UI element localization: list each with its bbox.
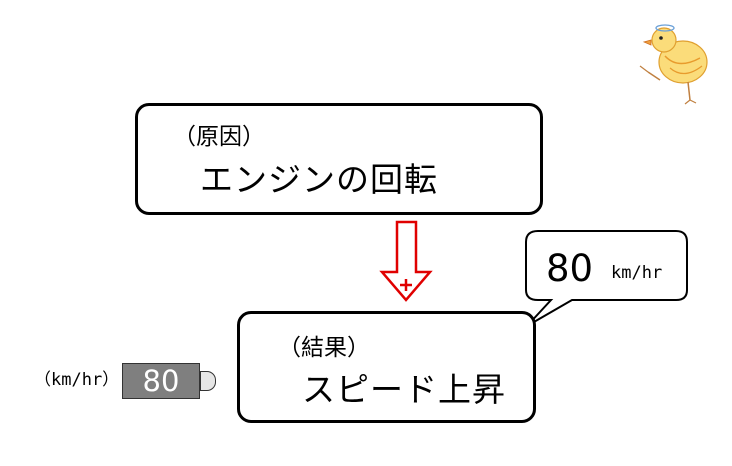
cause-box: （原因） エンジンの回転 — [135, 103, 543, 215]
result-box: （結果） スピード上昇 — [237, 311, 536, 423]
result-text: スピード上昇 — [302, 370, 506, 409]
speedometer-unit: （km/hr） — [34, 370, 120, 390]
speedometer-knob — [200, 371, 216, 391]
cause-tag: （原因） — [173, 124, 265, 150]
chick-icon — [639, 24, 708, 105]
result-tag: （結果） — [278, 335, 370, 361]
cause-text: エンジンの回転 — [200, 160, 438, 199]
down-arrow-icon — [379, 220, 433, 302]
plus-icon — [400, 279, 412, 291]
speedometer-value: 80 — [142, 364, 180, 398]
bubble-speed-unit: km/hr — [611, 263, 663, 283]
speedometer-display: 80 — [122, 363, 200, 399]
speech-bubble — [525, 230, 688, 327]
bubble-speed-value: 80 — [546, 247, 594, 290]
